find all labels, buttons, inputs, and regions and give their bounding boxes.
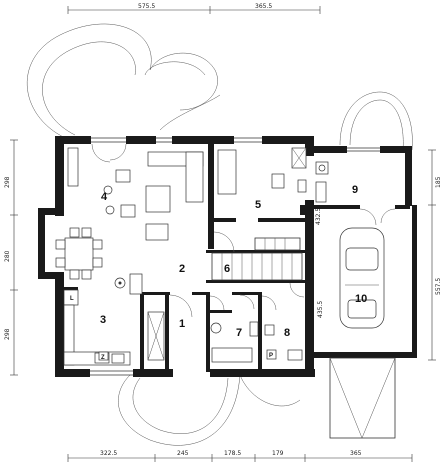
dim-bottom-1: 322.5 <box>100 450 117 457</box>
room-label-10: 10 <box>355 293 367 305</box>
dim-right-1: 185 <box>435 176 442 188</box>
dim-bottom-3: 178.5 <box>224 450 241 457</box>
room-label-4: 4 <box>101 191 108 203</box>
living-room-furniture <box>67 147 204 241</box>
office-furniture <box>217 147 307 195</box>
exterior-walls <box>38 136 417 377</box>
garden-arcs <box>26 23 413 446</box>
room-label-5: 5 <box>255 199 261 211</box>
kitchen-units <box>63 273 165 366</box>
dim-left-2: 280 <box>4 250 11 262</box>
windows <box>90 137 380 376</box>
room-label-3: 3 <box>100 314 106 326</box>
room-label-9: 9 <box>352 184 358 196</box>
dining-table <box>55 227 103 280</box>
bathroom-fixtures <box>210 321 303 363</box>
dim-bottom-2: 245 <box>177 450 189 457</box>
fridge-marker: Z <box>101 355 105 361</box>
interior-walls <box>64 144 410 372</box>
dim-bottom-4: 179 <box>272 450 284 457</box>
dim-inner-1: 432.5 <box>315 208 322 225</box>
dimension-lines <box>10 6 436 462</box>
dim-inner-2: 435.5 <box>317 301 324 318</box>
dim-left-1: 298 <box>4 176 11 188</box>
dim-top-2: 365.5 <box>255 3 272 10</box>
room-label-2: 2 <box>179 263 185 275</box>
room-label-7: 7 <box>236 327 242 339</box>
dim-right-2: 557.5 <box>435 278 442 295</box>
door-swings <box>91 143 396 318</box>
dim-top-1: 575.5 <box>138 3 155 10</box>
driveway <box>329 357 396 439</box>
boiler-marker: P <box>269 353 273 359</box>
room-label-8: 8 <box>284 327 290 339</box>
room-label-6: 6 <box>224 263 230 275</box>
room-label-1: 1 <box>179 318 185 330</box>
pantry-marker: L <box>70 296 74 302</box>
staircase <box>211 237 303 281</box>
garage-car <box>315 161 385 329</box>
dim-left-3: 298 <box>4 328 11 340</box>
dim-bottom-5: 365 <box>350 450 362 457</box>
